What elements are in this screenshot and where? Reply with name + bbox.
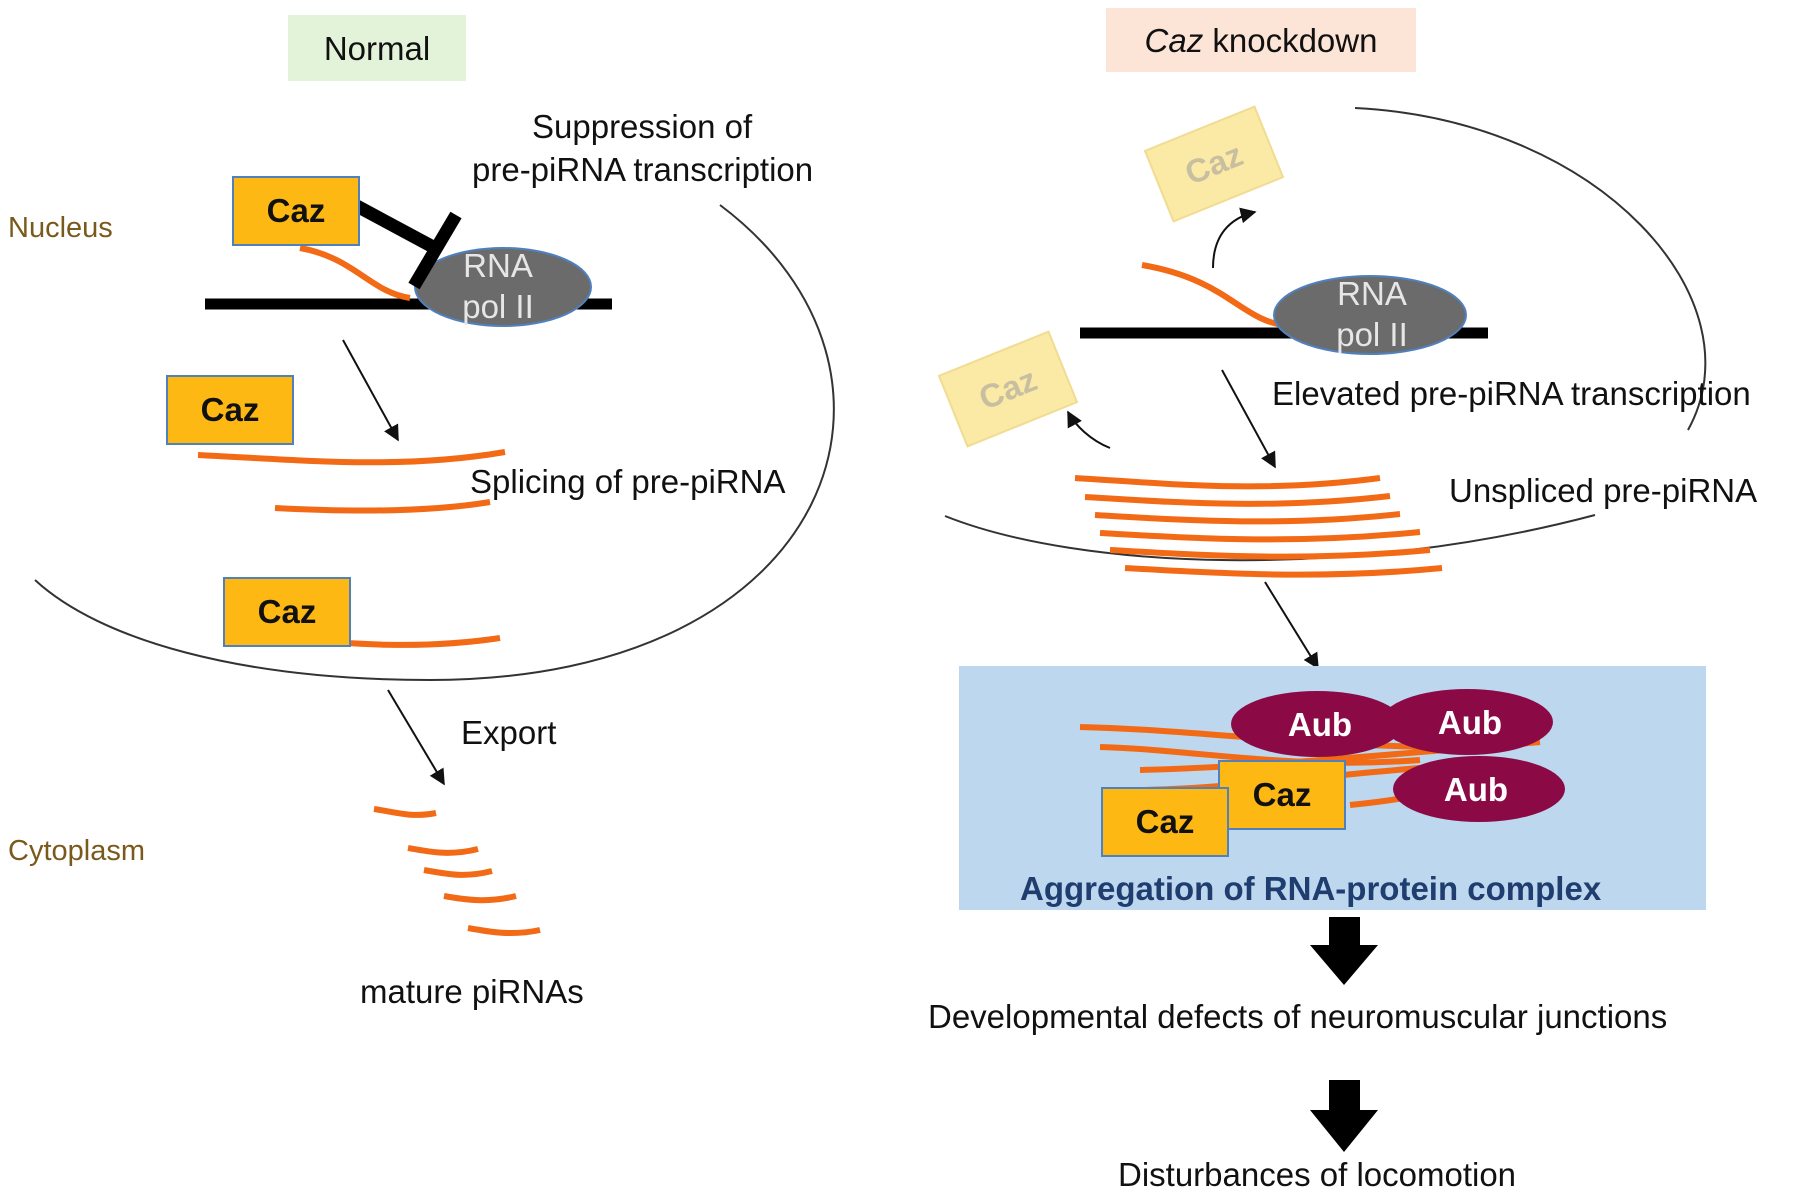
nucleus-membrane-right-bottom xyxy=(944,514,1596,562)
arrow-to-aggregation xyxy=(1264,581,1319,670)
normal-header: Normal xyxy=(288,15,466,81)
arrow-transcription-right xyxy=(1221,369,1276,469)
nascent-rna-left xyxy=(299,245,411,301)
pol-ii-right-label-line1: RNA xyxy=(1337,275,1407,312)
pol-ii-label-line2: pol II xyxy=(462,288,534,325)
caz-label: Caz xyxy=(257,593,317,630)
nascent-rna-right xyxy=(1141,262,1291,329)
caz-protein-bound: Caz xyxy=(232,176,360,246)
caz-protein-export: Caz xyxy=(223,577,351,647)
caz-label: Caz xyxy=(1135,803,1195,840)
caz-protein-aggregate-2: Caz xyxy=(1101,787,1229,857)
export-label: Export xyxy=(461,714,557,751)
arrow-export xyxy=(387,689,445,786)
inhibition-arm xyxy=(351,199,439,254)
caz-release-arrow-top xyxy=(1212,207,1257,269)
pol-ii-right-label-line2: pol II xyxy=(1336,316,1408,353)
unspliced-pre-pirna-label: Unspliced pre-piRNA xyxy=(1449,472,1758,509)
caz-label: Caz xyxy=(200,391,260,428)
pol-ii-label-line1: RNA xyxy=(463,247,533,284)
outcome-locomotion-label: Disturbances of locomotion xyxy=(1118,1156,1517,1193)
normal-header-text: Normal xyxy=(323,29,431,67)
splicing-label: Splicing of pre-piRNA xyxy=(470,463,786,500)
knockdown-header: Caz knockdown xyxy=(1106,8,1416,72)
knockdown-header-gene: Caz xyxy=(1144,21,1204,59)
aub-label: Aub xyxy=(1438,704,1502,741)
big-arrow-1 xyxy=(1310,917,1378,985)
aub-protein-3 xyxy=(1393,756,1565,822)
suppression-label-line1: Suppression of xyxy=(532,108,753,145)
cytoplasm-label: Cytoplasm xyxy=(8,835,145,867)
nucleus-membrane-left xyxy=(34,204,835,682)
arrow-transcription-to-splicing xyxy=(342,339,399,442)
caz-label: Caz xyxy=(266,192,326,229)
aub-label: Aub xyxy=(1444,771,1508,808)
rna-pol-ii-left xyxy=(414,247,592,327)
aggregation-label: Aggregation of RNA-protein complex xyxy=(1020,870,1602,907)
mature-pirna-1 xyxy=(373,806,437,818)
pre-pirna-strand-1 xyxy=(197,449,506,466)
suppression-label-line2: pre-piRNA transcription xyxy=(472,151,814,188)
caz-release-arrow-left xyxy=(1067,410,1111,449)
rna-pol-ii-right xyxy=(1273,275,1467,355)
big-arrow-2 xyxy=(1310,1080,1378,1152)
caz-label: Caz xyxy=(1252,776,1312,813)
mature-pirnas-label: mature piRNAs xyxy=(360,973,584,1010)
caz-protein-splicing: Caz xyxy=(166,375,294,445)
knockdown-header-rest: knockdown xyxy=(1203,21,1378,59)
mature-pirna-3 xyxy=(423,867,493,878)
mature-pirna-4 xyxy=(443,893,517,904)
aub-protein-2 xyxy=(1381,689,1553,755)
mature-pirna-2 xyxy=(407,845,479,856)
pre-pirna-strand-2 xyxy=(274,499,491,514)
inhibition-bar xyxy=(408,211,462,290)
nucleus-label: Nucleus xyxy=(8,212,113,244)
outcome-neuromuscular-label: Developmental defects of neuromuscular j… xyxy=(928,998,1668,1035)
caz-protein-aggregate-1: Caz xyxy=(1218,760,1346,830)
aub-label: Aub xyxy=(1288,706,1352,743)
elevated-transcription-label: Elevated pre-piRNA transcription xyxy=(1272,375,1751,412)
unspliced-pre-pirna-bundle xyxy=(1074,475,1443,578)
aub-protein-1 xyxy=(1231,691,1403,757)
nucleus-membrane-right-top xyxy=(1354,107,1707,431)
mature-pirna-5 xyxy=(467,925,541,937)
